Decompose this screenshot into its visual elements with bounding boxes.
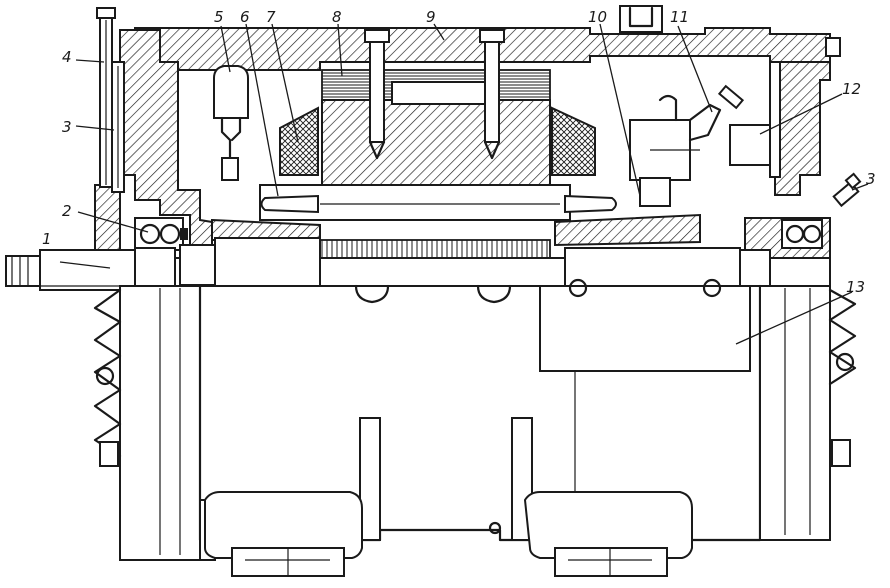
leader-9 xyxy=(433,23,445,41)
leader-5 xyxy=(220,25,231,73)
leader-7 xyxy=(271,23,299,143)
stator-core-body xyxy=(321,99,551,186)
callout-3-left: 3 xyxy=(62,118,72,136)
oil-cup xyxy=(213,65,249,181)
connection-box xyxy=(539,285,751,372)
rotor-bar-right xyxy=(564,194,617,214)
callout-leaders xyxy=(59,23,869,345)
shaft xyxy=(5,237,831,291)
right-mounting-foot xyxy=(511,417,693,577)
lower-bolts xyxy=(354,278,722,304)
leader-4 xyxy=(75,59,105,63)
stator-winding-left xyxy=(279,106,319,176)
left-fan-ring xyxy=(111,61,125,193)
leader-1 xyxy=(59,261,111,269)
callout-12: 12 xyxy=(842,80,861,98)
leader-10 xyxy=(599,23,641,197)
leader-8 xyxy=(337,23,343,77)
brush-holder xyxy=(629,84,745,207)
callout-8: 8 xyxy=(332,8,342,26)
stator-winding-right xyxy=(551,106,596,176)
left-mounting-foot xyxy=(199,417,381,577)
callout-9: 9 xyxy=(426,8,436,26)
left-bearing-housing xyxy=(94,184,121,259)
callout-1: 1 xyxy=(42,230,52,248)
left-fan-blades xyxy=(93,288,122,458)
left-tie-bolt xyxy=(96,7,116,188)
rotor-bar-left xyxy=(260,194,319,214)
right-tie-bolt xyxy=(769,61,781,178)
leader-2 xyxy=(77,211,149,233)
commutator-sleeve xyxy=(554,213,701,247)
callout-4: 4 xyxy=(62,48,72,66)
grease-nipple xyxy=(832,172,862,208)
leader-11 xyxy=(677,25,713,113)
upper-section-view xyxy=(94,5,862,286)
callout-2: 2 xyxy=(62,202,72,220)
leader-3-right xyxy=(851,183,869,191)
callout-7: 7 xyxy=(266,8,276,26)
leader-3-left xyxy=(75,125,115,131)
leader-12 xyxy=(759,93,843,135)
callout-13: 13 xyxy=(846,278,865,296)
right-fan-blades xyxy=(828,288,857,386)
left-ball-bearing xyxy=(134,217,188,251)
right-foot-bolt xyxy=(831,439,851,467)
brush-rocker-ring xyxy=(729,124,771,166)
right-ball-bearing xyxy=(781,219,823,249)
lower-external-view xyxy=(93,278,857,577)
pole-bolt-left xyxy=(364,29,390,160)
terminal-box xyxy=(619,5,663,33)
stator-slot xyxy=(391,81,493,105)
callout-10: 10 xyxy=(588,8,607,26)
callout-labels: 1 2 3 4 5 6 7 8 9 10 11 12 3 13 xyxy=(42,8,876,296)
leader-13 xyxy=(735,291,853,345)
left-foot-bolt xyxy=(99,441,119,467)
pole-bolt-right xyxy=(479,29,505,160)
callout-11: 11 xyxy=(670,8,689,26)
shaft-end-nut xyxy=(5,255,41,287)
right-cap-bolt xyxy=(825,37,841,57)
callout-6: 6 xyxy=(240,8,250,26)
callout-5: 5 xyxy=(214,8,224,26)
callout-3-right: 3 xyxy=(866,170,876,188)
right-flange xyxy=(759,285,831,541)
leader-6 xyxy=(245,23,279,197)
